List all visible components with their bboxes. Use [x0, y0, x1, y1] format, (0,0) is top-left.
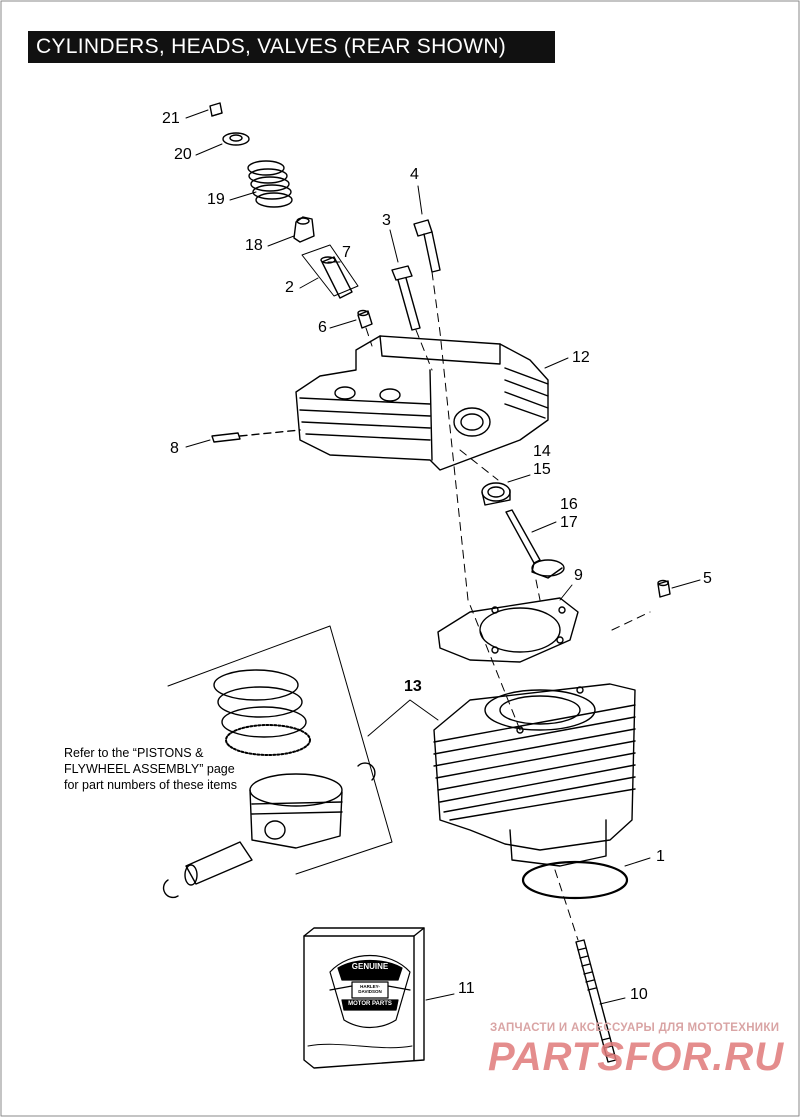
callout-17: 17 [560, 514, 578, 531]
o-ring-part [521, 860, 629, 900]
callout-1: 1 [656, 848, 665, 865]
badge-top-text: GENUINE [351, 962, 389, 971]
head-bolt-short-part [391, 265, 421, 331]
callout-4: 4 [410, 166, 419, 183]
alignment-lines [365, 271, 651, 941]
valve-spring-part [247, 160, 293, 208]
spring-retainer-part [222, 132, 250, 146]
callout-12: 12 [572, 349, 590, 366]
wrist-pin-part [184, 841, 253, 886]
valve-guide-part [301, 244, 359, 299]
callout-2: 2 [285, 279, 294, 296]
pin-clip-part [162, 879, 179, 899]
head-bolt-long-part [413, 219, 441, 273]
callout-13: 13 [404, 678, 422, 695]
stud-part [211, 429, 301, 443]
cylinder-part [433, 683, 636, 867]
callout-10: 10 [630, 986, 648, 1003]
piston-rings-part [213, 669, 311, 756]
valve-keeper-part [209, 102, 223, 117]
leader-lines [185, 109, 701, 1005]
callout-20: 20 [174, 146, 192, 163]
valve-seat-part [481, 482, 511, 506]
callout-7: 7 [342, 244, 351, 261]
callout-3: 3 [382, 212, 391, 229]
cylinder-head-part [295, 335, 549, 471]
piston-group-bracket [167, 625, 393, 875]
dowel-part [357, 309, 373, 329]
head-gasket-part [437, 597, 579, 663]
watermark-logo: PARTSFOR.RU [488, 1035, 785, 1079]
callout-11: 11 [458, 980, 475, 997]
callout-15: 15 [533, 461, 551, 478]
callout-19: 19 [207, 191, 225, 208]
badge-bottom-text: MOTOR PARTS [348, 1001, 392, 1007]
callout-8: 8 [170, 440, 179, 457]
valve-seal-part [293, 216, 315, 243]
reference-note: Refer to the “PISTONS & FLYWHEEL ASSEMBL… [64, 746, 237, 792]
callout-6: 6 [318, 319, 327, 336]
callout-9: 9 [574, 567, 583, 584]
genuine-motor-parts-badge [329, 954, 411, 1029]
cylinder-stud-part [575, 939, 617, 1063]
callout-14: 14 [533, 443, 551, 460]
pin-clip-part [357, 762, 376, 781]
callout-5: 5 [703, 570, 712, 587]
callout-18: 18 [245, 237, 263, 254]
watermark-tagline: ЗАПЧАСТИ И АКСЕССУАРЫ ДЛЯ МОТОТЕХНИКИ [490, 1022, 780, 1034]
badge-center-text: HARLEY-DAVIDSON [358, 984, 382, 994]
page-title: CYLINDERS, HEADS, VALVES (REAR SHOWN) [28, 31, 555, 63]
valve-part [505, 509, 565, 579]
dowel-pin-part [657, 579, 671, 598]
piston-part [249, 773, 343, 849]
callout-16: 16 [560, 496, 578, 513]
gasket-kit-part [303, 927, 425, 1069]
callout-21: 21 [162, 110, 180, 127]
